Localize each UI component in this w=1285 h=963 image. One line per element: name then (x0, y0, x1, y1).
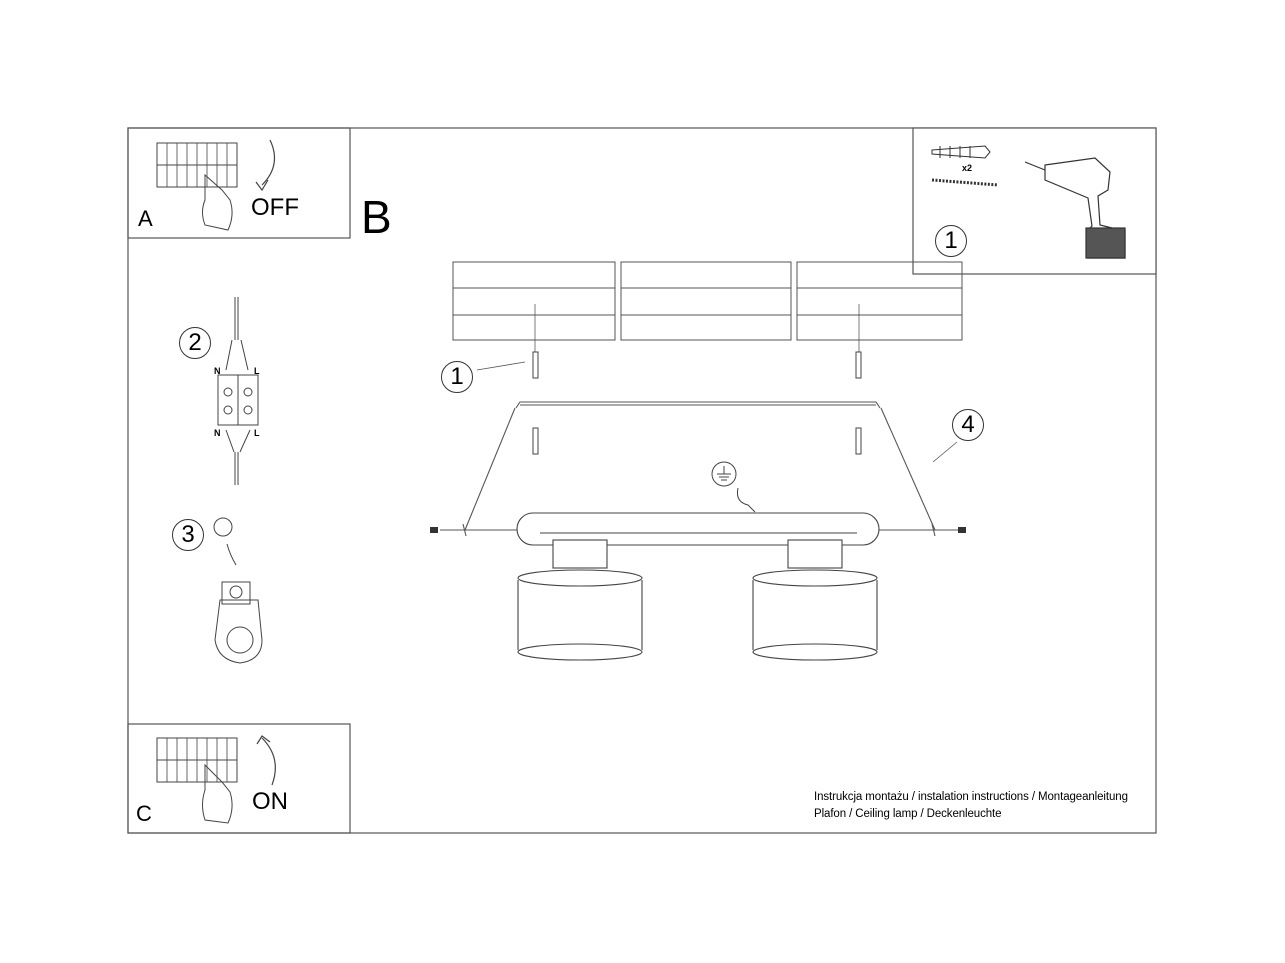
footer-title: Instrukcja montażu / instalation instruc… (814, 791, 1128, 803)
terminal-n-top: N (214, 366, 221, 376)
ground-symbol-icon (711, 461, 756, 513)
panel-a-letter: A (138, 206, 153, 231)
side-screws (430, 527, 966, 533)
footer-subtitle: Plafon / Ceiling lamp / Deckenleuchte (814, 808, 1002, 820)
screw-icon (931, 178, 999, 187)
on-label: ON (252, 788, 288, 815)
tools-step-number: 1 (935, 225, 967, 257)
step-3-number: 3 (172, 519, 204, 551)
quantity-label: x2 (962, 163, 973, 173)
drill-icon (1024, 157, 1126, 259)
step-2-number: 2 (179, 327, 211, 359)
wall-plug-icon (931, 145, 991, 159)
ground-terminal-icon (213, 517, 263, 664)
panel-a-box (127, 127, 351, 239)
breaker-on-icon (156, 735, 276, 824)
panel-c-letter: C (136, 801, 152, 826)
panel-b-letter: B (361, 191, 392, 243)
panel-c-box (127, 723, 351, 834)
off-label: OFF (251, 194, 299, 221)
terminal-block-icon (217, 297, 259, 485)
terminal-n-bottom: N (214, 428, 221, 438)
mounting-screws (532, 304, 862, 455)
lamp-body (516, 512, 880, 661)
terminal-l-top: L (254, 366, 260, 376)
mounting-plate (440, 401, 960, 537)
step-4-number: 4 (952, 409, 984, 441)
breaker-off-icon (156, 139, 276, 231)
outer-frame (127, 127, 1157, 834)
step-1-number: 1 (441, 361, 473, 393)
terminal-l-bottom: L (254, 428, 260, 438)
ceiling-panels (452, 261, 963, 341)
